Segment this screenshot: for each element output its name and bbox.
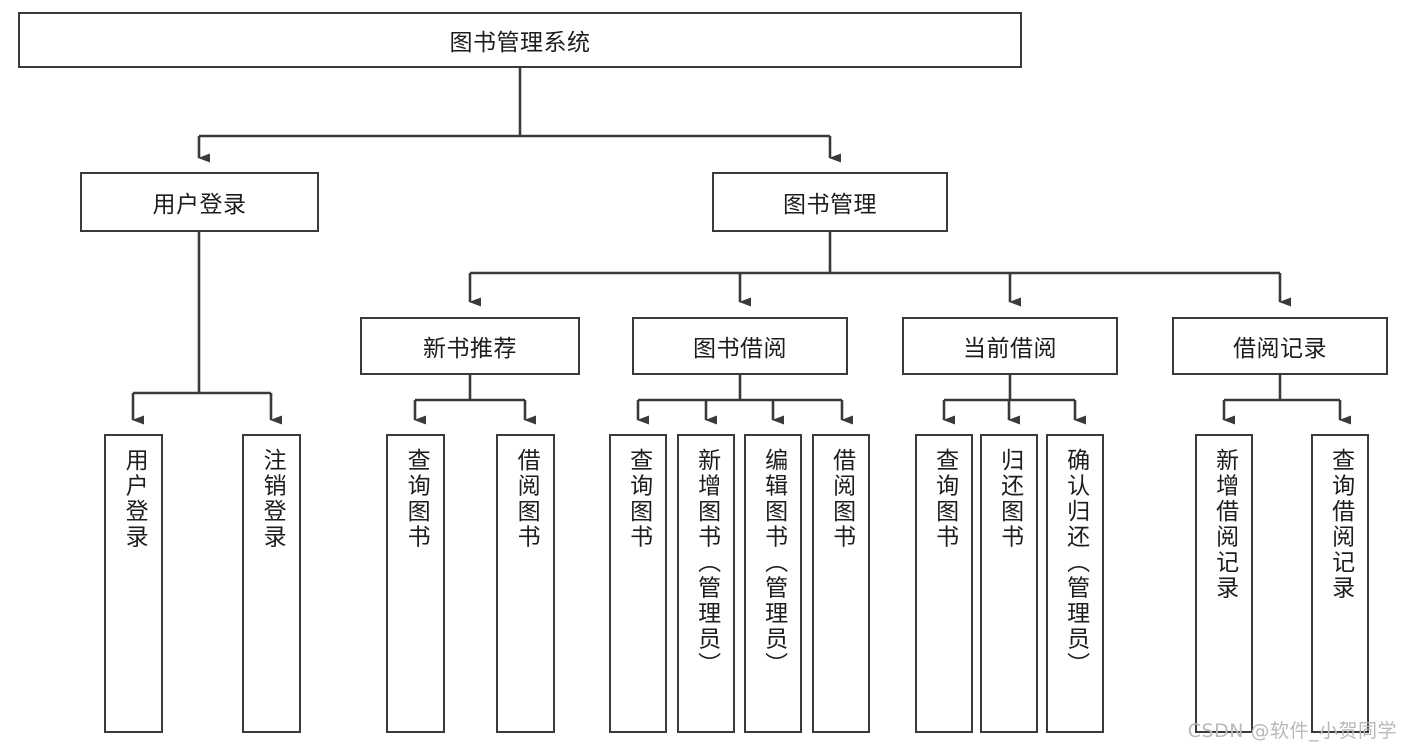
node-leaf-query-book-2-label: 查询图书 bbox=[625, 448, 652, 550]
node-leaf-edit-book[interactable]: 编辑图书（管理员） bbox=[744, 434, 802, 733]
node-leaf-query-book-3[interactable]: 查询图书 bbox=[915, 434, 973, 733]
node-leaf-add-record[interactable]: 新增借阅记录 bbox=[1195, 434, 1253, 733]
node-book-manage-label: 图书管理 bbox=[783, 192, 877, 218]
node-leaf-query-book-1[interactable]: 查询图书 bbox=[386, 434, 445, 733]
node-leaf-return-book[interactable]: 归还图书 bbox=[980, 434, 1038, 733]
node-leaf-borrow-book-1[interactable]: 借阅图书 bbox=[496, 434, 555, 733]
node-current-borrow-label: 当前借阅 bbox=[963, 336, 1057, 362]
csdn-watermark: CSDN @软件_小贺同学 bbox=[1187, 720, 1397, 742]
node-leaf-user-logout[interactable]: 注销登录 bbox=[242, 434, 301, 733]
node-leaf-borrow-book-1-label: 借阅图书 bbox=[513, 448, 540, 550]
node-leaf-add-record-label: 新增借阅记录 bbox=[1211, 448, 1238, 601]
node-leaf-return-book-label: 归还图书 bbox=[996, 448, 1023, 550]
node-leaf-query-record[interactable]: 查询借阅记录 bbox=[1311, 434, 1369, 733]
node-leaf-confirm-return-label: 确认归还（管理员） bbox=[1062, 448, 1089, 678]
node-root[interactable]: 图书管理系统 bbox=[18, 12, 1022, 68]
node-leaf-user-logout-label: 注销登录 bbox=[259, 448, 286, 550]
node-leaf-query-record-label: 查询借阅记录 bbox=[1327, 448, 1354, 601]
node-leaf-borrow-book-2-label: 借阅图书 bbox=[828, 448, 855, 550]
node-leaf-user-login-label: 用户登录 bbox=[121, 448, 148, 550]
node-leaf-confirm-return[interactable]: 确认归还（管理员） bbox=[1046, 434, 1104, 733]
node-new-book-recommend[interactable]: 新书推荐 bbox=[360, 317, 580, 375]
node-leaf-edit-book-label: 编辑图书（管理员） bbox=[760, 448, 787, 678]
node-leaf-user-login[interactable]: 用户登录 bbox=[104, 434, 163, 733]
node-leaf-query-book-2[interactable]: 查询图书 bbox=[609, 434, 667, 733]
node-leaf-borrow-book-2[interactable]: 借阅图书 bbox=[812, 434, 870, 733]
node-borrow-record-label: 借阅记录 bbox=[1233, 336, 1327, 362]
node-new-book-recommend-label: 新书推荐 bbox=[423, 336, 517, 362]
node-user-login[interactable]: 用户登录 bbox=[80, 172, 319, 232]
node-root-label: 图书管理系统 bbox=[449, 30, 591, 56]
node-user-login-label: 用户登录 bbox=[152, 192, 247, 218]
node-leaf-add-book-label: 新增图书（管理员） bbox=[693, 448, 720, 678]
node-borrow-record[interactable]: 借阅记录 bbox=[1172, 317, 1388, 375]
node-book-manage[interactable]: 图书管理 bbox=[712, 172, 948, 232]
node-leaf-query-book-3-label: 查询图书 bbox=[931, 448, 958, 550]
node-book-borrow[interactable]: 图书借阅 bbox=[632, 317, 848, 375]
node-leaf-add-book[interactable]: 新增图书（管理员） bbox=[677, 434, 735, 733]
node-book-borrow-label: 图书借阅 bbox=[693, 336, 787, 362]
node-leaf-query-book-1-label: 查询图书 bbox=[403, 448, 430, 550]
node-current-borrow[interactable]: 当前借阅 bbox=[902, 317, 1118, 375]
